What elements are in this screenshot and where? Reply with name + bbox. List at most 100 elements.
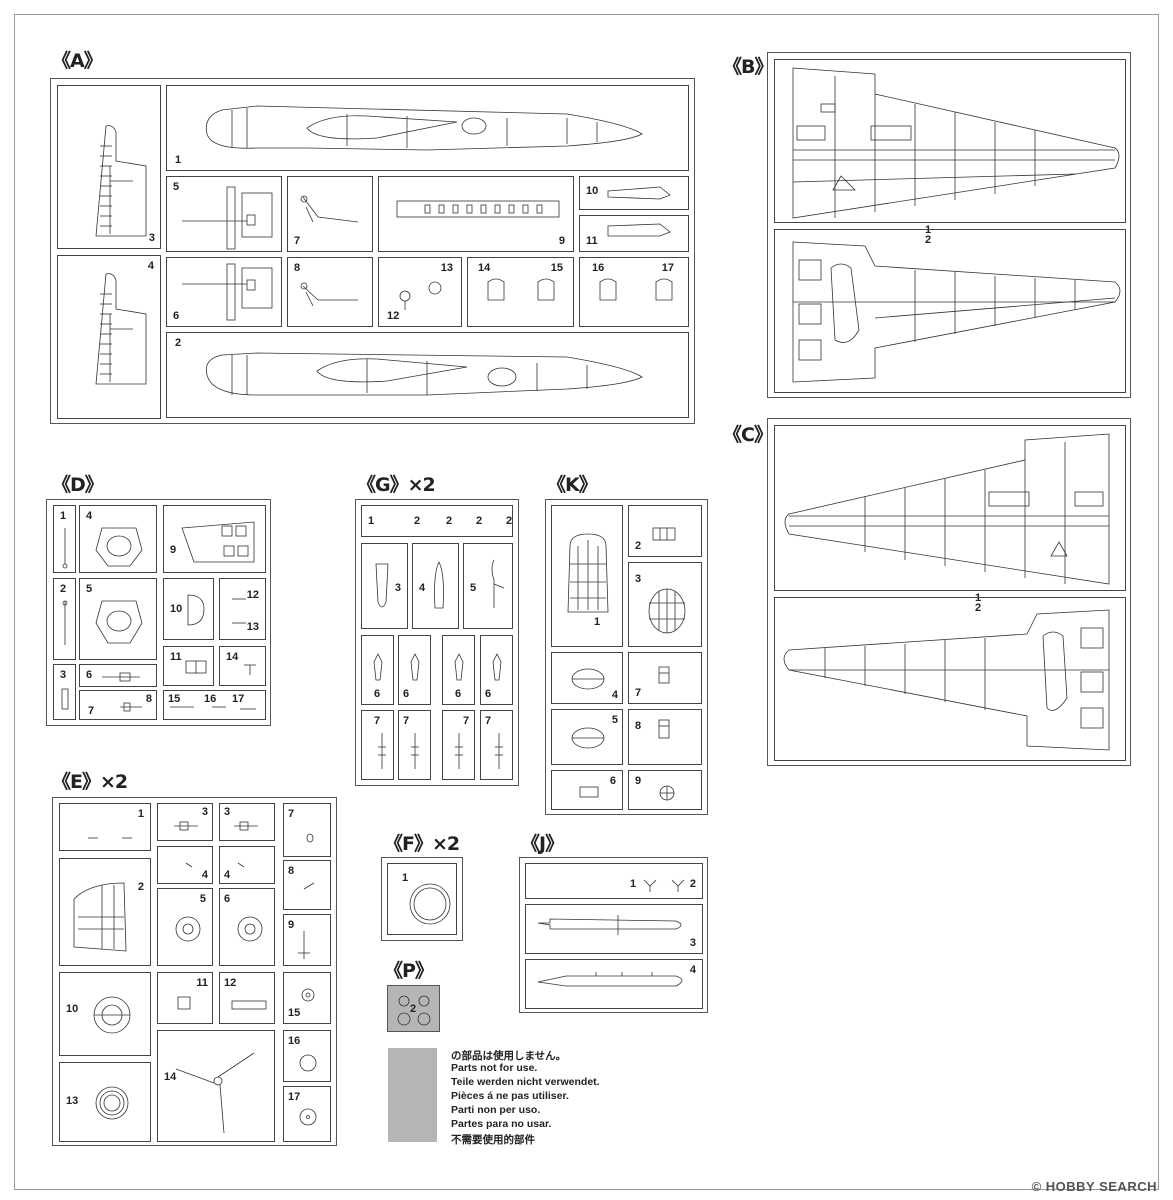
part-number: 13 xyxy=(246,621,259,633)
part-drawing xyxy=(652,527,676,541)
d-cell-4: 4 xyxy=(79,505,157,573)
b-cell-2: 2 xyxy=(774,229,1126,393)
a-cell-16-17: 16 17 xyxy=(579,257,689,327)
part-drawing xyxy=(170,706,256,710)
part-number: 9 xyxy=(558,235,565,247)
e-cell-3b: 3 xyxy=(219,803,275,841)
part-drawing xyxy=(182,186,273,250)
legend-line-fr: Pièces á ne pas utiliser. xyxy=(451,1090,569,1102)
part-number: 1 xyxy=(175,154,182,166)
part-number: 15 xyxy=(550,262,563,274)
part-drawing xyxy=(88,837,132,839)
part-number: 7 xyxy=(403,715,410,727)
a-cell-8: 8 xyxy=(287,257,373,327)
fuselage-half-drawing xyxy=(205,352,643,396)
a-cell-9: 9 xyxy=(378,176,574,252)
part-drawing xyxy=(487,278,555,301)
part-drawing xyxy=(571,668,605,690)
e-cell-7: 7 xyxy=(283,803,331,857)
k-cell-7: 7 xyxy=(628,652,702,704)
part-number: 3 xyxy=(635,573,642,585)
part-drawing xyxy=(579,786,599,798)
g-cell-1-2: 1 2 2 2 2 xyxy=(361,505,513,537)
part-number: 14 xyxy=(226,651,239,663)
e-cell-11: 13 xyxy=(59,1062,151,1142)
a-cell-1: 1 xyxy=(166,85,689,171)
part-number: 13 xyxy=(66,1095,79,1107)
section-b-title: 《B》 xyxy=(723,56,773,78)
part-number: 14 xyxy=(478,262,491,274)
part-number: 5 xyxy=(199,893,206,905)
part-number: 2 xyxy=(689,878,696,890)
bomb-drawing xyxy=(434,561,444,609)
section-p-title: 《P》 xyxy=(384,960,434,982)
part-number: 4 xyxy=(689,964,696,976)
part-number: 17 xyxy=(288,1091,301,1103)
part-drawing xyxy=(237,862,245,868)
part-number: 5 xyxy=(86,583,93,595)
part-number: 4 xyxy=(224,869,231,881)
legend-line-es: Partes para no usar. xyxy=(451,1118,552,1130)
part-number: 4 xyxy=(201,869,208,881)
part-number: 6 xyxy=(86,669,93,681)
f-cell-1: 1 xyxy=(387,863,457,935)
part-number: 1 xyxy=(137,808,144,820)
d-cell-1: 1 xyxy=(53,505,76,573)
part-drawing xyxy=(658,719,670,739)
cowling-drawing xyxy=(93,996,131,1034)
sprue-j: 1 2 3 4 xyxy=(519,857,708,1013)
e-cell-6: 6 xyxy=(219,888,275,966)
a-cell-5: 5 xyxy=(166,176,282,252)
a-cell-12-13: 13 12 xyxy=(378,257,462,327)
d-cell-7-8: 7 8 xyxy=(79,690,157,720)
part-number: 4 xyxy=(86,510,93,522)
d-cell-14: 14 xyxy=(219,646,266,686)
part-number: 1 xyxy=(402,872,409,884)
part-drawing xyxy=(95,600,143,644)
unused-parts-swatch xyxy=(388,1048,437,1142)
tail-fin-drawing xyxy=(95,273,147,385)
part-number: 8 xyxy=(294,262,301,274)
part-drawing xyxy=(491,559,505,608)
part-number: 3 xyxy=(394,582,401,594)
torpedo-drawing xyxy=(537,915,682,935)
legend-line-en: Parts not for use. xyxy=(451,1062,538,1074)
tail-fin-drawing xyxy=(95,125,147,237)
part-number: 12 xyxy=(224,977,237,989)
part-number: 2 xyxy=(175,337,182,349)
k-cell-5: 5 xyxy=(551,709,623,765)
part-drawing xyxy=(62,528,68,569)
bomb-drawing xyxy=(454,653,464,681)
sprue-g: 1 2 2 2 2 3 4 5 6 6 6 6 7 7 7 xyxy=(355,499,519,786)
watermark: © HOBBY SEARCH xyxy=(1031,1179,1157,1194)
e-cell-1: 1 xyxy=(59,803,151,851)
part-number: 16 xyxy=(204,693,217,705)
a-cell-10: 10 xyxy=(579,176,689,210)
g-cell-4: 4 xyxy=(412,543,459,629)
part-drawing xyxy=(185,862,193,868)
g-cell-7b: 7 xyxy=(398,710,431,780)
sprue-e: 1 3 3 7 4 4 2 8 5 6 9 xyxy=(52,797,337,1146)
c-cell-2: 2 xyxy=(774,597,1126,761)
fuselage-half-drawing xyxy=(205,105,643,151)
part-number: 7 xyxy=(635,687,642,699)
b-cell-1: 1 xyxy=(774,59,1126,236)
part-number: 2 xyxy=(137,881,144,893)
sprue-f: 1 xyxy=(381,857,463,941)
j-cell-1-2: 1 2 xyxy=(525,863,703,899)
part-drawing xyxy=(234,821,258,831)
part-drawing xyxy=(187,594,205,626)
legend-line-jp: の部品は使用しません。 xyxy=(451,1050,567,1062)
a-cell-14-15: 14 15 xyxy=(467,257,574,327)
part-number: 8 xyxy=(635,720,642,732)
part-number: 6 xyxy=(224,893,231,905)
part-number: 6 xyxy=(374,688,381,700)
part-number: 10 xyxy=(586,185,599,197)
e-cell-12: 11 xyxy=(157,972,213,1024)
part-drawing xyxy=(306,833,314,843)
e-cell-9: 9 xyxy=(283,914,331,966)
part-number: 1 xyxy=(594,616,601,628)
part-drawing xyxy=(300,195,359,223)
part-number: 15 xyxy=(288,1007,301,1019)
part-drawing xyxy=(177,996,191,1010)
